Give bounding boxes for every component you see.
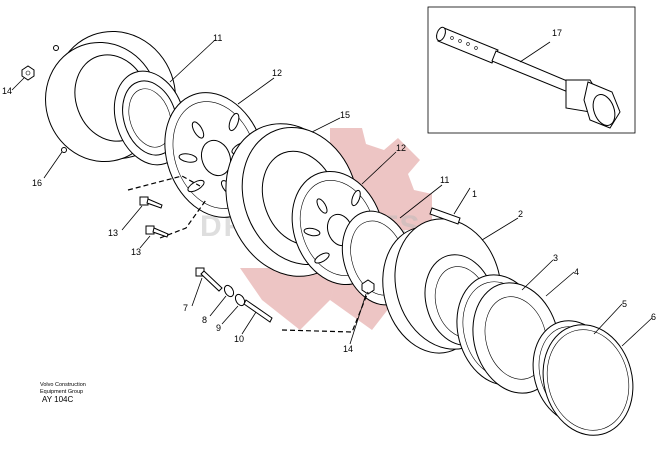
part-13-bolt-a [139, 196, 163, 209]
callout-2: 2 [518, 209, 523, 219]
callout-7: 7 [183, 303, 188, 313]
caption-line-1: Volvo Construction [40, 382, 86, 388]
part-9-washer [234, 293, 246, 307]
callout-14-bottom: 14 [343, 344, 353, 354]
callout-11-top: 11 [213, 33, 222, 43]
part-6-ring [542, 324, 634, 436]
part-11-ring-top [113, 70, 187, 166]
callout-1: 1 [472, 189, 477, 199]
callout-12-top: 12 [272, 68, 282, 78]
callout-14-top: 14 [2, 86, 12, 96]
part-7-bolt [195, 267, 223, 292]
callout-13-b: 13 [131, 247, 141, 257]
tool-part-17 [436, 26, 621, 129]
part-10-pin [243, 299, 273, 323]
callout-11-mid: 11 [440, 175, 449, 185]
callout-10: 10 [234, 334, 244, 344]
callout-4: 4 [574, 267, 579, 277]
callout-6: 6 [651, 312, 656, 322]
caption-block: Volvo Construction Equipment Group AY 10… [40, 382, 86, 404]
part-8-washer [223, 284, 235, 298]
callout-labels: 1 2 3 4 5 6 7 8 9 10 11 11 12 12 13 13 1… [2, 28, 656, 354]
callout-5: 5 [622, 299, 627, 309]
callout-3: 3 [553, 253, 558, 263]
part-14-nut-top [21, 65, 35, 81]
inset-box [427, 6, 636, 134]
callout-17: 17 [552, 28, 562, 38]
callout-12-mid: 12 [396, 143, 406, 153]
caption-code: AY 104C [42, 395, 74, 404]
callout-8: 8 [202, 315, 207, 325]
part-1-pin [429, 207, 461, 225]
callout-16: 16 [32, 178, 42, 188]
part-13-bolt-b [145, 225, 169, 238]
callout-15: 15 [340, 110, 350, 120]
leader-lines [11, 39, 653, 347]
part-14-nut-bottom [361, 279, 375, 295]
callout-9: 9 [216, 323, 221, 333]
callout-13-a: 13 [108, 228, 118, 238]
caption-line-2: Equipment Group [40, 389, 83, 395]
